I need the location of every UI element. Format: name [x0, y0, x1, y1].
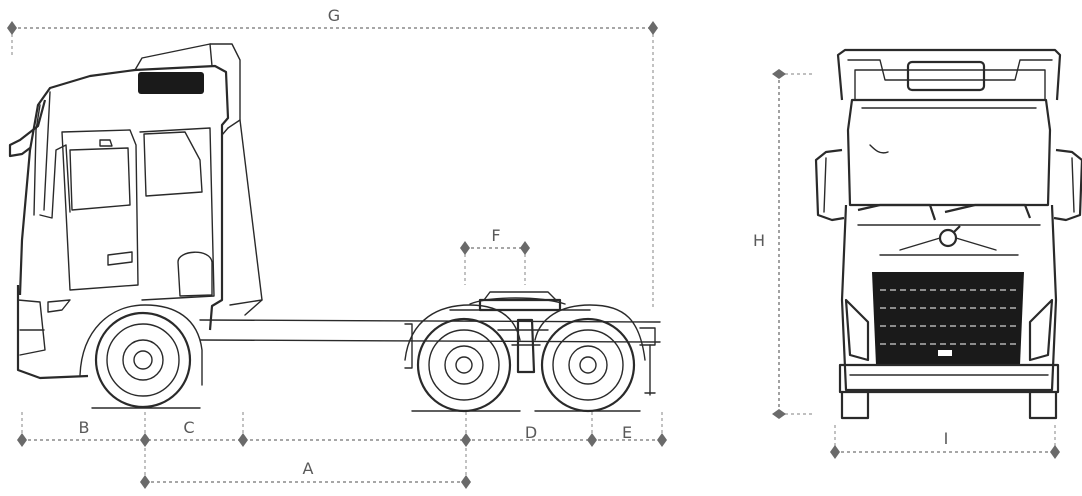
dimension-lines: [7, 21, 1060, 489]
dimension-label-a: A: [303, 459, 314, 478]
dimension-label-i: I: [944, 429, 949, 448]
dimension-label-h: H: [753, 231, 765, 250]
dimension-label-g: G: [328, 6, 340, 25]
dimension-label-f: F: [491, 226, 500, 245]
dimension-label-e: E: [622, 423, 632, 442]
dimension-label-d: D: [525, 423, 537, 442]
truck-side-view: [8, 43, 661, 413]
dimension-label-c: C: [183, 418, 194, 437]
truck-front-view: [814, 48, 1082, 420]
dimension-label-b: B: [79, 418, 90, 437]
grille-slats: [880, 289, 1016, 356]
